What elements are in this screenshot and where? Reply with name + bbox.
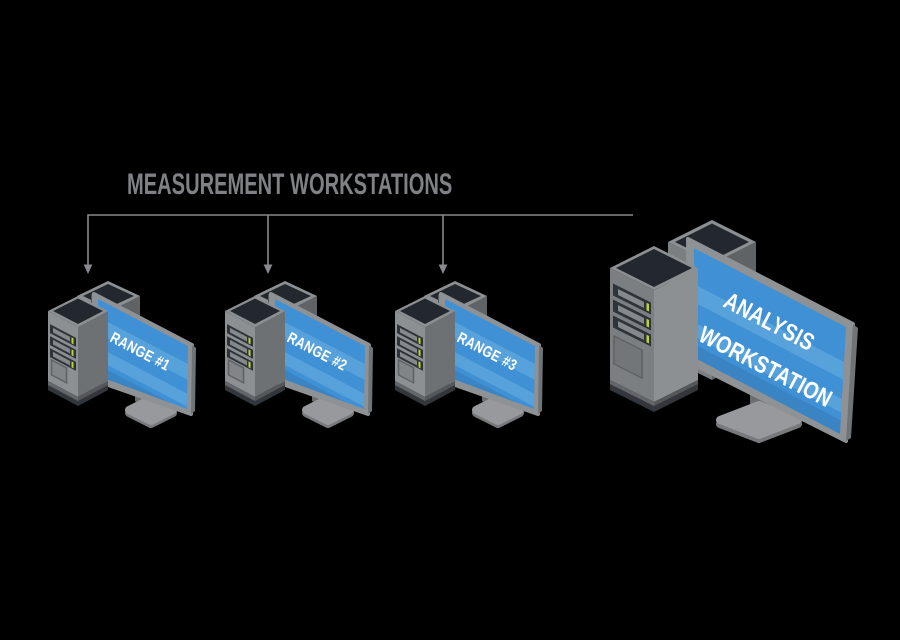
led-indicator — [248, 349, 251, 357]
vent-panel — [227, 358, 245, 385]
workstation-range-1: RANGE #1 — [48, 281, 196, 428]
led-indicator — [71, 361, 74, 369]
led-indicator — [71, 349, 74, 357]
front-tower — [48, 296, 108, 406]
connector-path — [87, 214, 633, 265]
led-indicator — [646, 302, 649, 312]
front-tower — [225, 296, 285, 406]
led-indicator — [646, 334, 649, 344]
led-indicator — [248, 361, 251, 369]
monitor: RANGE #3 — [438, 292, 543, 416]
led-indicator — [418, 337, 421, 345]
workstation-range-3: RANGE #3 — [395, 281, 543, 428]
vent-panel — [397, 358, 415, 385]
monitor: RANGE #2 — [268, 292, 373, 416]
led-indicator — [418, 349, 421, 357]
arrow-down-icon — [263, 264, 273, 274]
arrow-down-icon — [438, 264, 448, 274]
monitor-stand — [716, 392, 802, 443]
led-indicator — [248, 337, 251, 345]
workstation-analysis: ANALYSIS WORKSTATION — [610, 220, 858, 443]
led-indicator — [646, 318, 649, 328]
led-indicator — [71, 337, 74, 345]
front-tower — [395, 296, 455, 406]
vent-panel — [613, 334, 643, 380]
front-tower — [610, 246, 698, 412]
arrow-down-icon — [83, 264, 93, 274]
workstation-range-2: RANGE #2 — [225, 281, 373, 428]
diagram-title: MEASUREMENT WORKSTATIONS — [127, 168, 453, 201]
led-indicator — [418, 361, 421, 369]
vent-panel — [50, 358, 68, 385]
